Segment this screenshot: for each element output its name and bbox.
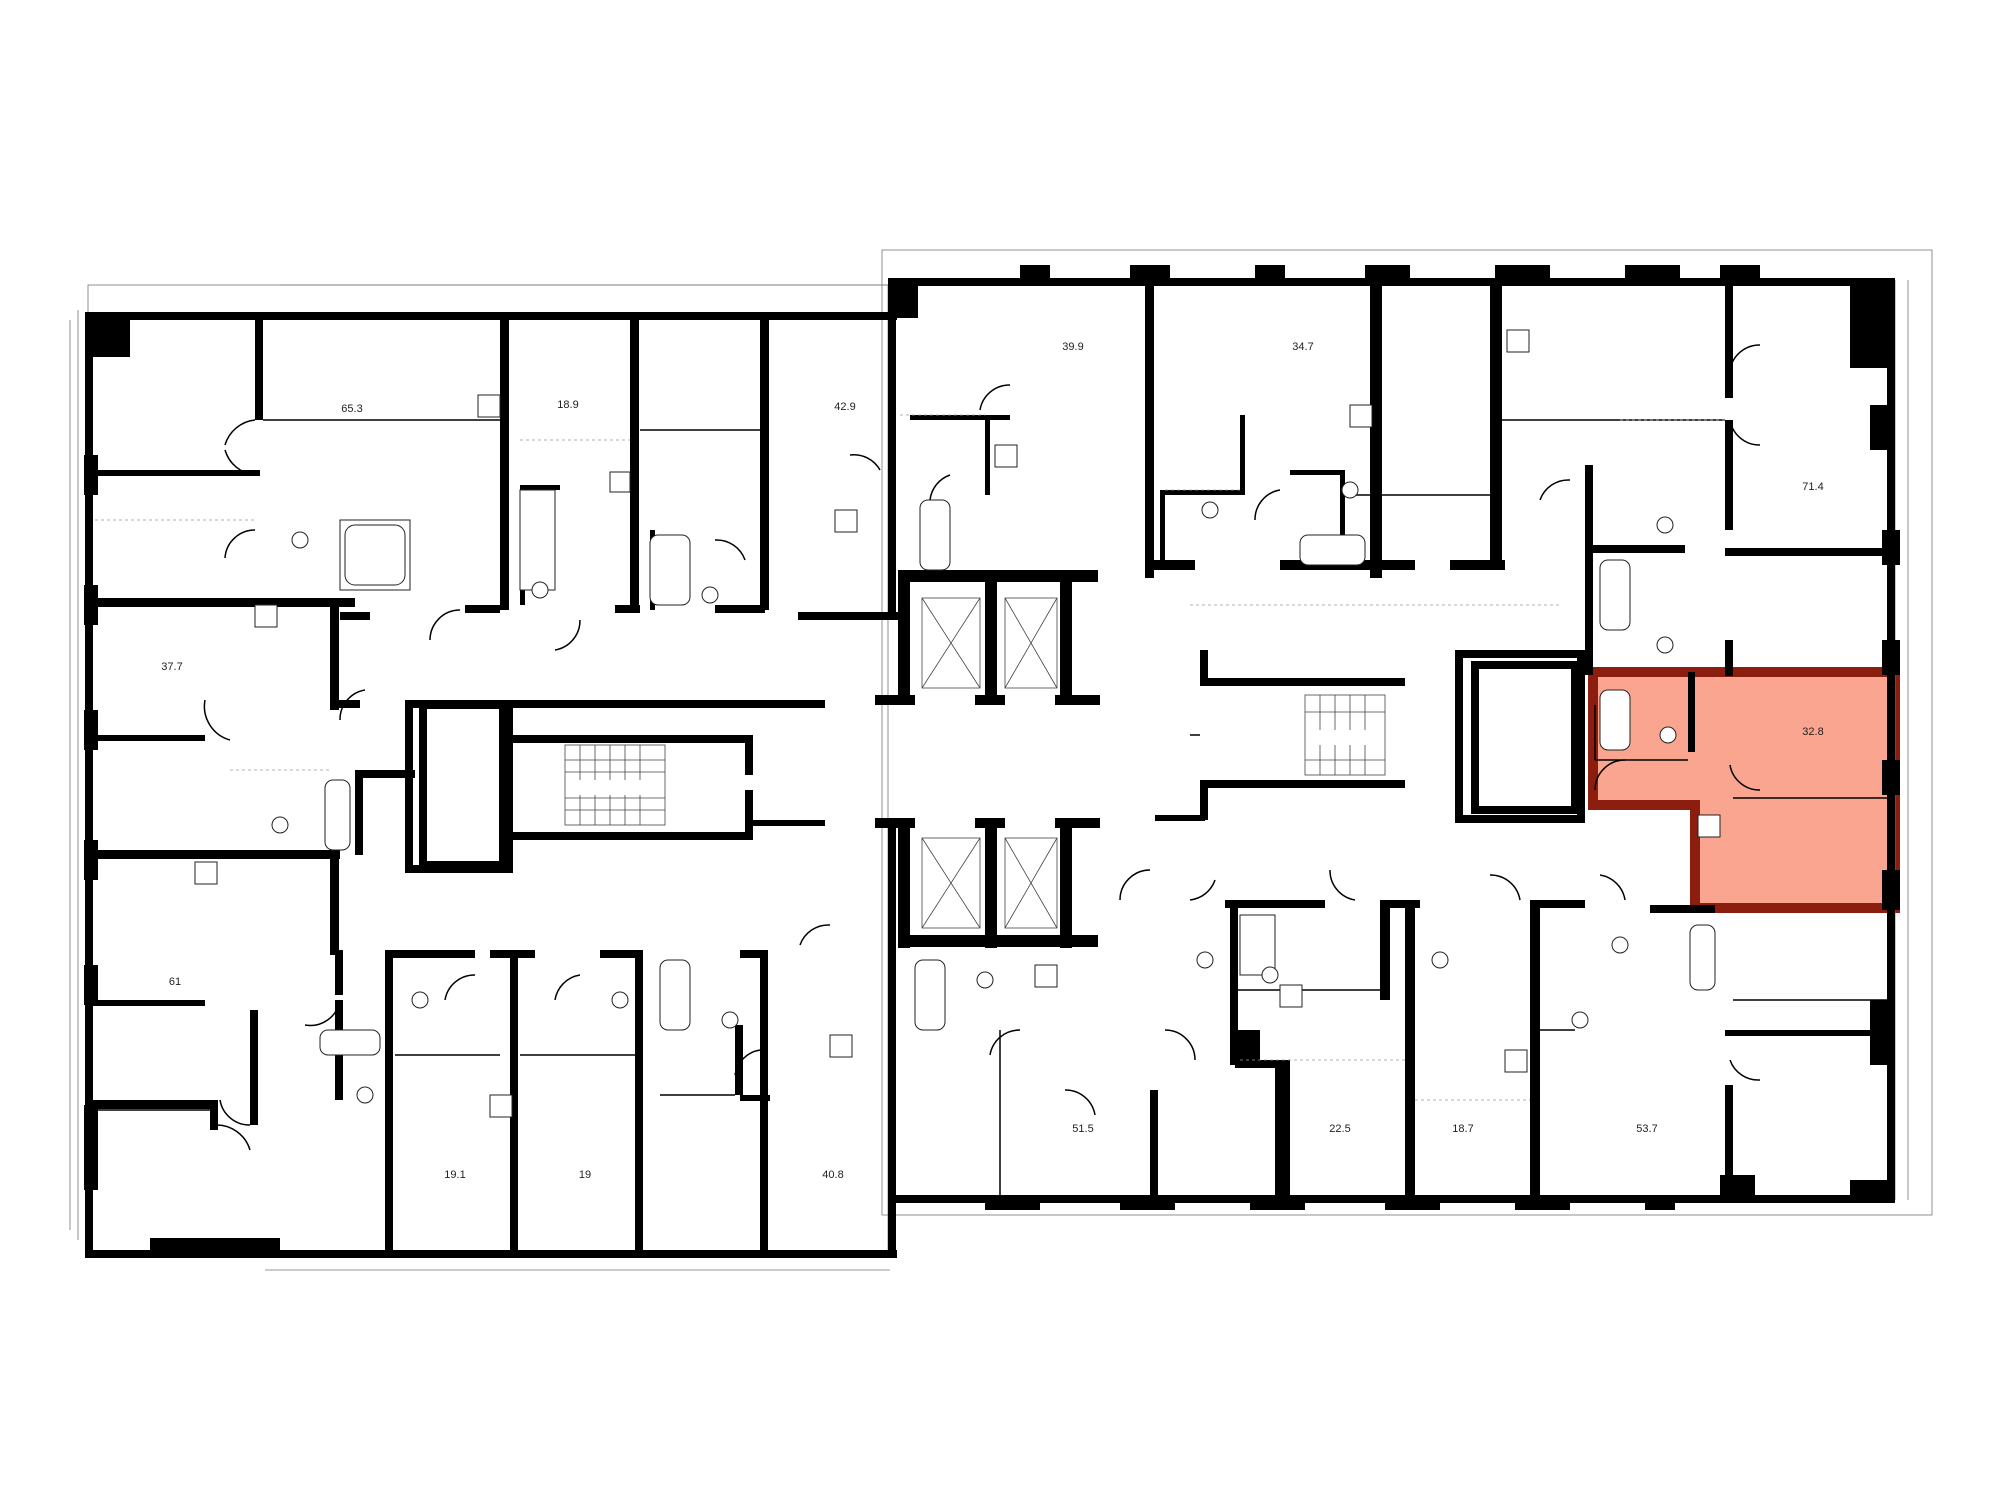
area-label-32-8: 32.8: [1802, 726, 1823, 738]
service-shafts: [419, 661, 1579, 869]
area-label-39-9: 39.9: [1062, 341, 1083, 353]
kitchen-stoves: [194, 329, 1721, 1118]
partitions-and-doors: [95, 344, 1887, 1195]
area-label-37-7: 37.7: [161, 661, 182, 673]
sanitary-fixtures: [271, 481, 1716, 1104]
area-label-18-7: 18.7: [1452, 1123, 1473, 1135]
area-label-40-8: 40.8: [822, 1169, 843, 1181]
area-label-19-1: 19.1: [444, 1169, 465, 1181]
area-label-51-5: 51.5: [1072, 1123, 1093, 1135]
area-label-18-9: 18.9: [557, 399, 578, 411]
interior-walls: [85, 278, 1895, 1255]
staircase-right: [1304, 694, 1386, 776]
area-label-65-3: 65.3: [341, 403, 362, 415]
area-label-53-7: 53.7: [1636, 1123, 1657, 1135]
elevator-shafts: [921, 597, 1058, 929]
area-label-34-7: 34.7: [1292, 341, 1313, 353]
area-label-22-5: 22.5: [1329, 1123, 1350, 1135]
area-label-71-4: 71.4: [1802, 481, 1823, 493]
area-label-61: 61: [169, 976, 181, 988]
area-label-19: 19: [579, 1169, 591, 1181]
area-labels: 65.3 18.9 42.9 39.9 34.7 71.4 37.7 32.8 …: [161, 341, 1823, 1181]
apartment-32-8-highlight[interactable]: [1588, 667, 1900, 913]
area-label-42-9: 42.9: [834, 401, 855, 413]
exterior-walls: [84, 265, 1900, 1258]
staircase-left: [564, 744, 666, 826]
